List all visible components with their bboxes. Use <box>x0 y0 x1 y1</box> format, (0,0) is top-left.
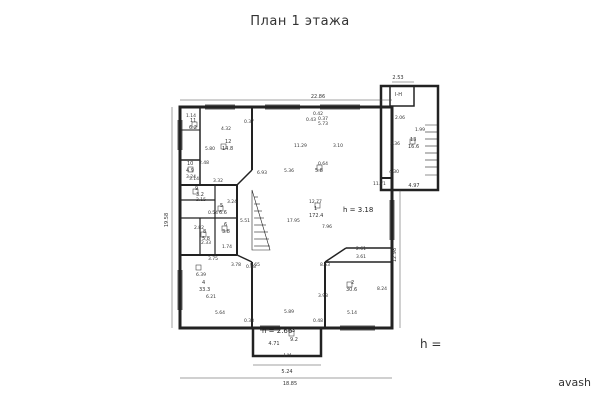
measure: 0.42 <box>313 111 323 117</box>
measure: 3.75 <box>208 256 218 262</box>
measure: 11.29 <box>294 143 307 149</box>
measure: 0.38 <box>244 318 254 324</box>
room-number: 8 <box>203 229 206 235</box>
room-area: 9.2 <box>290 337 298 343</box>
room-number: 4 <box>202 280 205 286</box>
measure: 2.48 <box>199 160 209 166</box>
staircase <box>251 124 439 251</box>
measure: 0.43 <box>306 117 316 123</box>
measure: 1.99 <box>415 127 425 133</box>
measure: 4.32 <box>221 126 231 132</box>
room-area: 16.6 <box>408 144 419 150</box>
room-area: 3.8 <box>222 229 230 235</box>
room-area: 33.3 <box>199 287 210 293</box>
dim-top: 22.86 <box>311 94 325 100</box>
measure: 3.32 <box>213 178 223 184</box>
dim-right: 12.98 <box>392 248 398 262</box>
dim-bottom-total: 18.85 <box>283 381 297 387</box>
room-area: 30.6 <box>346 287 357 293</box>
measure: 3.10 <box>333 143 343 149</box>
measure: 1.74 <box>222 244 232 250</box>
measure: 17.95 <box>287 218 300 224</box>
dim-vestibule-inner: 4.71 <box>268 341 279 347</box>
measure: 6.39 <box>196 272 206 278</box>
dim-bottom-vestibule: 5.24 <box>281 369 292 375</box>
measure: 2.33 <box>201 240 211 246</box>
dim-stair-top: 2.53 <box>392 75 403 81</box>
measure: 5.51 <box>240 218 250 224</box>
room-area: 5.8 <box>315 168 323 174</box>
measure: 3.98 <box>318 293 328 299</box>
measure: 8.24 <box>377 286 387 292</box>
measure: 0.37 <box>318 116 328 122</box>
room-number: 3 <box>292 328 295 334</box>
room-area: 172.4 <box>309 213 323 219</box>
windows <box>177 104 395 331</box>
measure: 12.77 <box>309 199 322 205</box>
ceiling-vestibule: h = 2.66 <box>262 327 293 335</box>
measure: 3.78 <box>231 262 241 268</box>
measure: 6.21 <box>206 294 216 300</box>
room-area: 5.8 <box>202 236 210 242</box>
measure: 5.14 <box>347 310 357 316</box>
measure: 4.30 <box>389 169 399 175</box>
room-markers <box>187 121 416 337</box>
measure: 0.37 <box>244 119 254 125</box>
watermark-logo: avash <box>555 375 594 390</box>
room-number: 13 <box>410 137 416 143</box>
measure: 5.36 <box>284 168 294 174</box>
plan-title: План 1 этажа <box>250 14 350 29</box>
measure: 8.63 <box>320 262 330 268</box>
room-area: 14.8 <box>222 146 233 152</box>
stair-label-top: I-H <box>395 92 402 98</box>
measure: 2.15 <box>196 197 206 203</box>
walls <box>178 84 440 358</box>
measure: 7.96 <box>322 224 332 230</box>
room-number: 10 <box>187 161 193 167</box>
measure: 0.65 <box>250 262 260 268</box>
measure: 3.24 <box>186 174 196 180</box>
measurements: 4.32 0.37 5.80 2.48 3.24 2.15 0.54 3.32 … <box>186 111 425 324</box>
measure: 2.61 <box>356 246 366 252</box>
measure: 3.24 <box>227 199 237 205</box>
room-number: 2 <box>351 280 354 286</box>
room-area: 6.6 <box>219 210 227 216</box>
ceiling-main: h = 3.18 <box>343 206 373 214</box>
room-area: 4.9 <box>186 168 194 174</box>
room-number: 1 <box>314 206 317 212</box>
measure: 3.36 <box>390 141 400 147</box>
room-number: 12 <box>225 139 231 145</box>
measure: 0.54 <box>208 210 218 216</box>
measure: 5.64 <box>215 310 225 316</box>
room-number: 6 <box>224 222 227 228</box>
room-number: 9 <box>195 186 198 192</box>
measure: 1.14 <box>186 113 196 119</box>
measure: 0.48 <box>246 264 256 270</box>
measure: 6.93 <box>257 170 267 176</box>
measure: 11.71 <box>373 181 386 187</box>
room-number: 5 <box>220 203 223 209</box>
measure: 0.64 <box>318 161 328 167</box>
measure: 5.73 <box>318 121 328 127</box>
room-labels: 11 6.2 12 14.8 10 4.9 9 3.2 8 5.8 6 3.8 … <box>186 118 419 343</box>
measure: 5.89 <box>284 309 294 315</box>
dim-left: 19.58 <box>164 213 170 227</box>
measure: 0.48 <box>313 318 323 324</box>
measure: 2.82 <box>194 225 204 231</box>
dim-stair-right: 4.97 <box>408 183 419 189</box>
room-number: 11 <box>190 118 196 124</box>
room-area: 3.2 <box>196 192 204 198</box>
measure: 3.14 <box>189 176 199 182</box>
measure: 5.80 <box>205 146 215 152</box>
room-area: 6.2 <box>189 125 197 131</box>
stair-label-bottom: I-H <box>284 353 291 359</box>
dimension-lines <box>171 81 414 379</box>
ceiling-note: h = <box>420 337 441 351</box>
measure: 3.61 <box>356 254 366 260</box>
measure: 2.06 <box>395 115 405 121</box>
